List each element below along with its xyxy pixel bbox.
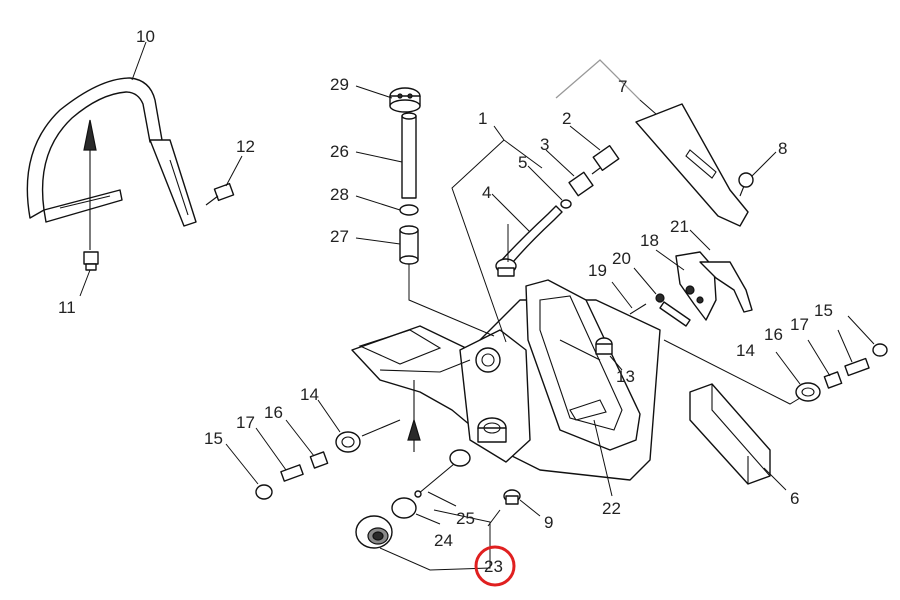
leader-lines <box>79 41 875 571</box>
boss-housing <box>477 417 507 443</box>
callout-10: 10 <box>136 27 155 46</box>
callout-5: 5 <box>518 153 527 172</box>
hose-4 <box>495 205 563 277</box>
callout-29: 29 <box>330 75 349 94</box>
screw-12 <box>205 182 235 206</box>
o-ring-28 <box>399 204 419 216</box>
callout-27: 27 <box>330 227 349 246</box>
screw-9 <box>503 489 521 505</box>
callout-8: 8 <box>778 139 787 158</box>
callout-15a: 15 <box>204 429 223 448</box>
o-ring-24 <box>391 497 417 519</box>
front-handle-bar <box>26 77 197 227</box>
callout-17b: 17 <box>790 315 809 334</box>
sleeve-3 <box>568 171 594 197</box>
trigger-assembly <box>655 251 753 327</box>
callout-1: 1 <box>478 109 487 128</box>
tube-26 <box>401 112 417 199</box>
callout-9: 9 <box>544 513 553 532</box>
cap-23 <box>355 515 393 549</box>
upward-arrow-center <box>407 380 421 452</box>
cap-2 <box>591 145 620 175</box>
buffer-left <box>255 419 401 500</box>
callout-18: 18 <box>640 231 659 250</box>
housing-22 <box>351 279 661 481</box>
screw-8 <box>738 172 754 197</box>
callout-14b: 14 <box>736 341 755 360</box>
callout-20: 20 <box>612 249 631 268</box>
callout-7: 7 <box>618 77 627 96</box>
callout-11: 11 <box>58 298 76 317</box>
callout-6: 6 <box>790 489 799 508</box>
callout-25: 25 <box>456 509 475 528</box>
grip-rail-7 <box>635 103 749 227</box>
block-6 <box>689 383 771 485</box>
callout-19: 19 <box>588 261 607 280</box>
ring-5 <box>560 199 572 209</box>
callout-12: 12 <box>236 137 255 156</box>
boss-13 <box>595 337 613 355</box>
callout-21: 21 <box>670 217 689 236</box>
screw-11 <box>83 251 99 271</box>
callout-22: 22 <box>602 499 621 518</box>
dipstick-25 <box>414 449 471 498</box>
callout-23: 23 <box>484 557 503 576</box>
callout-24: 24 <box>434 531 453 550</box>
bushing-27 <box>399 225 419 265</box>
callout-2: 2 <box>562 109 571 128</box>
callout-17a: 17 <box>236 413 255 432</box>
callout-3: 3 <box>540 135 549 154</box>
callout-16a: 16 <box>264 403 283 422</box>
upward-arrow-left <box>83 119 97 250</box>
callout-28: 28 <box>330 185 349 204</box>
highlight-ring <box>474 545 516 587</box>
callout-16b: 16 <box>764 325 783 344</box>
cap-29 <box>389 87 421 113</box>
buffer-right <box>795 343 888 402</box>
pin-19 <box>629 303 647 315</box>
callout-14a: 14 <box>300 385 319 404</box>
callout-15b: 15 <box>814 301 833 320</box>
callout-4: 4 <box>482 183 491 202</box>
callout-13: 13 <box>616 367 635 386</box>
callout-26: 26 <box>330 142 349 161</box>
